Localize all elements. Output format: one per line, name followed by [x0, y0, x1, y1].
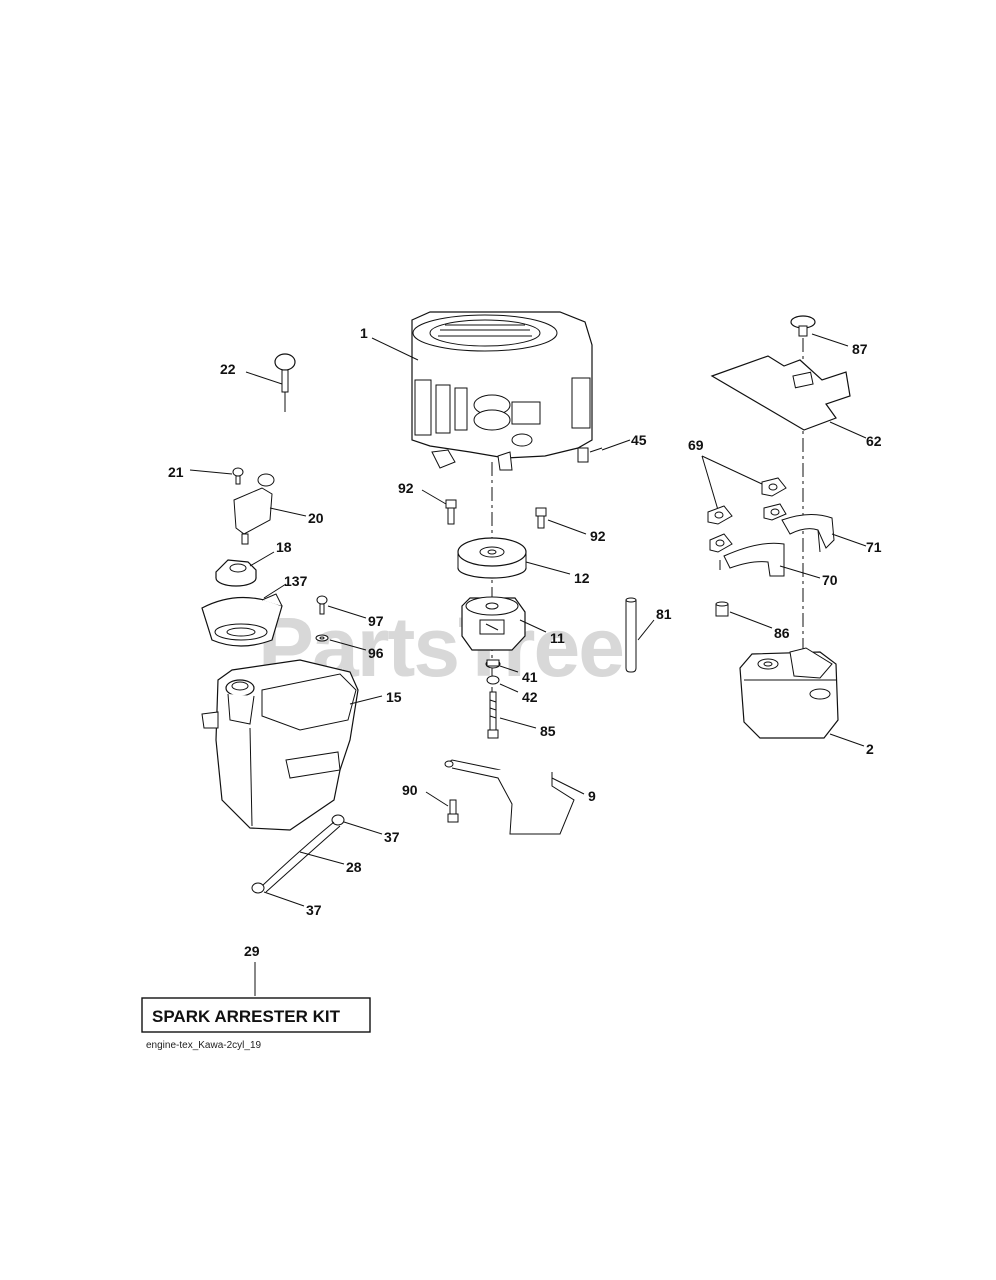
- bolt-45-part: [577, 447, 603, 463]
- label-37-upper: 37: [384, 829, 400, 845]
- label-42: 42: [522, 689, 538, 705]
- washer-42-part: [486, 675, 500, 685]
- knob-87-part: [790, 315, 816, 337]
- label-9: 9: [588, 788, 596, 804]
- fuel-tank-15-part: [201, 659, 359, 831]
- label-92-right: 92: [590, 528, 606, 544]
- label-96: 96: [368, 645, 384, 661]
- label-97: 97: [368, 613, 384, 629]
- gasket-69-low-part: [709, 533, 733, 553]
- clamp-37-lower-part: [251, 882, 265, 894]
- gasket-69-upper-part: [761, 477, 787, 497]
- label-90: 90: [402, 782, 418, 798]
- gasket-69-right-part: [763, 503, 787, 521]
- label-41: 41: [522, 669, 538, 685]
- label-20: 20: [308, 510, 324, 526]
- gasket-69-mid-part: [707, 505, 733, 525]
- bowl-137-part: [201, 593, 283, 647]
- spark-arrester-kit-label: SPARK ARRESTER KIT: [152, 1007, 341, 1026]
- washer-96-part: [315, 634, 329, 642]
- label-86: 86: [774, 625, 790, 641]
- label-21: 21: [168, 464, 184, 480]
- bolt-85-part: [487, 691, 499, 739]
- knob-22-part: [274, 353, 296, 412]
- label-37-lower: 37: [306, 902, 322, 918]
- engine-part: [411, 311, 593, 471]
- label-29: 29: [244, 943, 260, 959]
- cap-18-part: [215, 559, 257, 587]
- label-28: 28: [346, 859, 362, 875]
- label-12: 12: [574, 570, 590, 586]
- label-2: 2: [866, 741, 874, 757]
- label-18: 18: [276, 539, 292, 555]
- label-1: 1: [360, 325, 368, 341]
- label-69: 69: [688, 437, 704, 453]
- label-62: 62: [866, 433, 882, 449]
- bolt-92-right-part: [535, 507, 547, 529]
- label-81: 81: [656, 606, 672, 622]
- label-85: 85: [540, 723, 556, 739]
- bolt-92-left-part: [445, 499, 457, 525]
- label-71: 71: [866, 539, 882, 555]
- pipe-70-part: [719, 542, 785, 577]
- rod-9-part: [444, 759, 575, 835]
- nut-86-part: [715, 601, 729, 617]
- tube-81-part: [625, 597, 637, 673]
- muffler-2-part: [739, 647, 839, 739]
- switch-20-part: [233, 473, 275, 545]
- pulley-12-part: [457, 537, 527, 579]
- bolt-90-part: [447, 799, 459, 823]
- label-15: 15: [386, 689, 402, 705]
- label-45: 45: [631, 432, 647, 448]
- label-11: 11: [550, 630, 565, 646]
- label-87: 87: [852, 341, 868, 357]
- heat-shield-62-part: [710, 355, 851, 431]
- label-137: 137: [284, 573, 308, 589]
- fuel-line-28-part: [261, 821, 341, 893]
- clamp-37-upper-part: [331, 814, 345, 826]
- label-70: 70: [822, 572, 838, 588]
- label-92-left: 92: [398, 480, 414, 496]
- spark-arrester-kit-box: [141, 997, 371, 1033]
- drawing-file-label: engine-tex_Kawa-2cyl_19: [146, 1040, 262, 1051]
- screw-97-part: [316, 595, 328, 615]
- pipe-71-part: [781, 514, 835, 553]
- clutch-11-part: [461, 596, 526, 651]
- washer-41-part: [485, 659, 501, 669]
- label-22: 22: [220, 361, 236, 377]
- screw-21-part: [232, 467, 244, 485]
